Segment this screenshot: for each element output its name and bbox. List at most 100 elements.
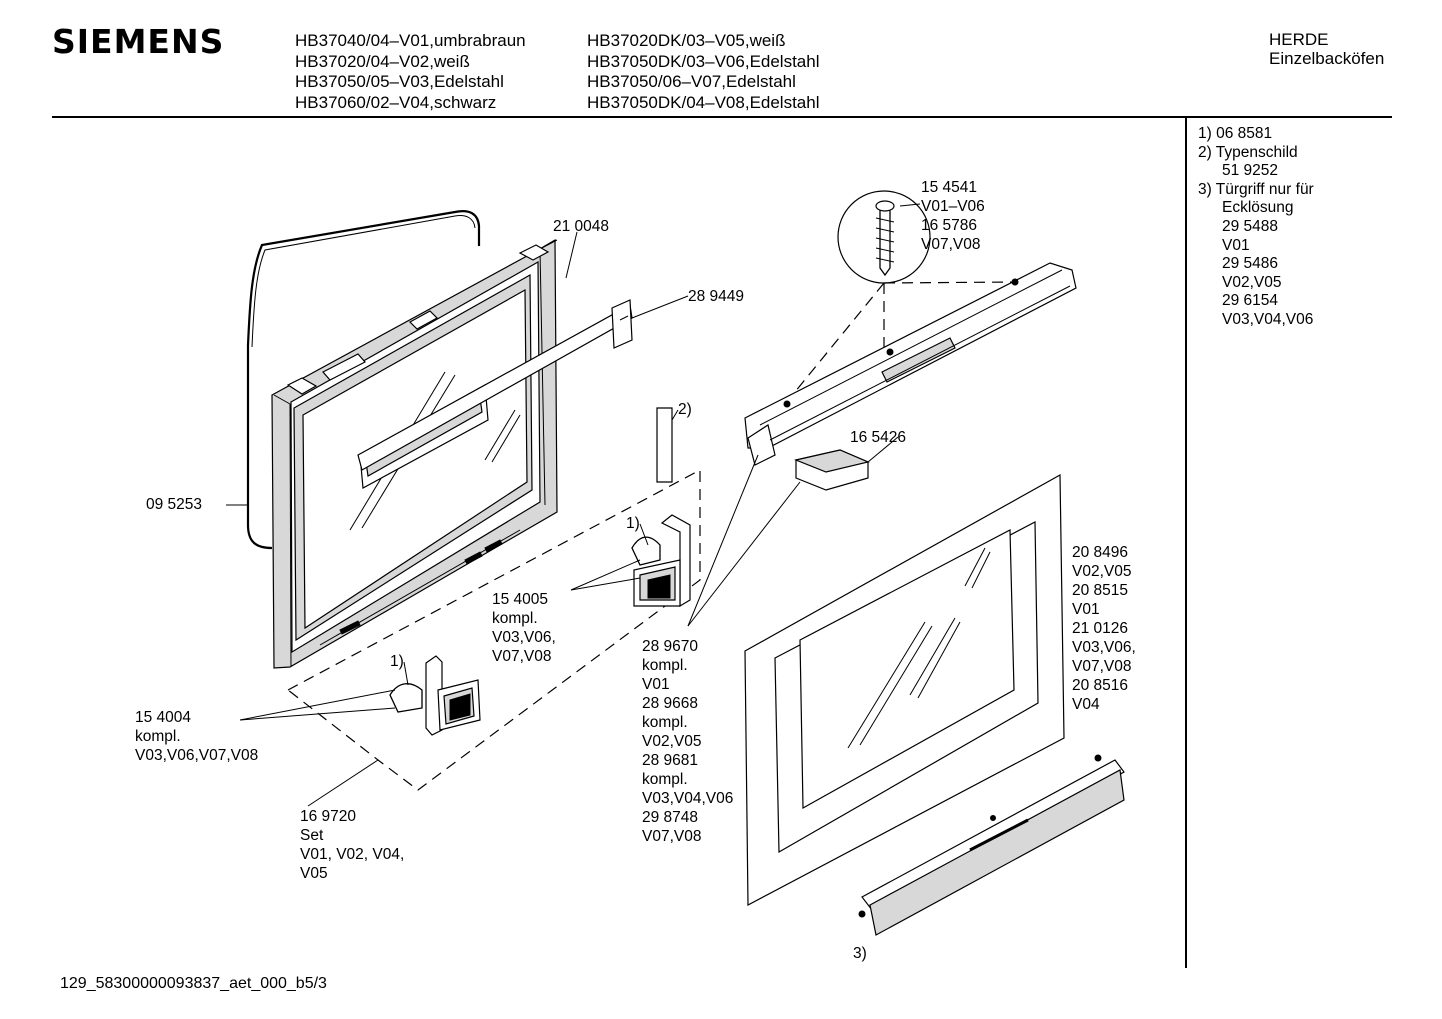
label-line: 15 4541 <box>921 179 978 196</box>
leader <box>639 523 649 546</box>
label-line: V01 <box>642 676 670 693</box>
brand-logo: SIEMENS <box>52 22 225 61</box>
door-seal <box>246 210 481 550</box>
label-line: 20 8496 <box>1072 544 1129 561</box>
label-line: V02,V05 <box>1072 563 1132 580</box>
label-line: V04 <box>1072 696 1100 713</box>
label-line: kompl. <box>642 657 688 674</box>
bracket-28-9449 <box>357 299 633 471</box>
label-line: 20 8516 <box>1072 677 1129 694</box>
label-line: 28 9668 <box>642 695 699 712</box>
note-line: 29 5488 <box>1222 217 1279 235</box>
model-item: HB37050/06–V07,Edelstahl <box>587 72 796 91</box>
hinge-set-outline <box>286 468 701 791</box>
label-line: 28 9449 <box>688 288 745 305</box>
label-line: 15 4004 <box>135 709 192 726</box>
label-line: kompl. <box>642 771 688 788</box>
leader <box>403 661 409 686</box>
outer-glass-pane <box>744 473 1065 906</box>
part-label-16-9720: 16 9720 Set V01, V02, V04, V05 <box>300 807 404 883</box>
note-line: 1) 06 8581 <box>1198 125 1273 142</box>
leader <box>570 577 641 591</box>
hinge-15-4004 <box>389 655 481 736</box>
label-line: 20 8515 <box>1072 582 1129 599</box>
leader <box>631 295 689 319</box>
label-line: V02,V05 <box>642 733 702 750</box>
model-item: HB37050/05–V03,Edelstahl <box>295 72 504 91</box>
label-line: 16 5786 <box>921 217 978 234</box>
type-label <box>656 407 673 483</box>
model-item: HB37050DK/03–V06,Edelstahl <box>587 51 820 71</box>
leader <box>570 559 641 591</box>
part-label-15-4541: 15 4541 V01–V06 16 5786 V07,V08 <box>921 178 985 254</box>
model-item: HB37060/02–V04,schwarz <box>295 92 497 112</box>
model-list-right: HB37020DK/03–V05,weiß HB37050DK/03–V06,E… <box>587 31 820 113</box>
label-line: V07,V08 <box>492 648 552 665</box>
leader <box>867 436 899 463</box>
leader <box>239 689 396 721</box>
part-label-09-5253: 09 5253 <box>146 495 202 514</box>
model-item: HB37020/04–V02,weiß <box>295 51 470 71</box>
label-line: V01, V02, V04, <box>300 846 405 863</box>
model-list-left: HB37040/04–V01,umbrabraun HB37020/04–V02… <box>295 31 526 113</box>
subcategory: Einzelbacköfen <box>1269 49 1385 68</box>
part-label-15-4005: 15 4005 kompl. V03,V06, V07,V08 <box>492 590 556 666</box>
label-line: V01 <box>1072 601 1100 618</box>
label-line: 16 9720 <box>300 808 357 825</box>
model-item: HB37050DK/04–V08,Edelstahl <box>587 92 820 112</box>
part-label-20-8496: 20 8496 V02,V05 20 8515 V01 21 0126 V03,… <box>1072 543 1136 714</box>
note-line: Ecklösung <box>1222 199 1294 217</box>
note-line: V02,V05 <box>1222 273 1282 291</box>
door-top-bar <box>744 262 1077 466</box>
label-line: 21 0048 <box>553 218 610 235</box>
note-line: V01 <box>1222 236 1250 254</box>
label-line: 29 8748 <box>642 809 699 826</box>
label-line: V07,V08 <box>642 828 702 845</box>
label-line: V01–V06 <box>921 198 985 215</box>
door-handle <box>858 754 1125 936</box>
label-line: 16 5426 <box>850 429 907 446</box>
label-line: 09 5253 <box>146 496 203 513</box>
label-line: V03,V06, <box>492 629 556 646</box>
model-item: HB37040/04–V01,umbrabraun <box>295 31 526 50</box>
door-seal-inner <box>251 215 476 348</box>
label-line: 1) <box>626 515 640 532</box>
note-ref-1a: 1) <box>626 514 640 533</box>
label-line: V05 <box>300 865 328 882</box>
note-line: 51 9252 <box>1222 162 1279 180</box>
label-line: 15 4005 <box>492 591 549 608</box>
label-line: 21 0126 <box>1072 620 1129 637</box>
category-block: HERDE Einzelbacköfen <box>1269 30 1384 68</box>
notes-list: 1) 06 8581 2) Typenschild 51 9252 3) Tür… <box>1198 125 1314 330</box>
label-line: kompl. <box>642 714 688 731</box>
model-item: HB37020DK/03–V05,weiß <box>587 31 786 50</box>
part-label-28-9670: 28 9670 kompl. V01 28 9668 kompl. V02,V0… <box>642 637 733 846</box>
label-line: 28 9681 <box>642 752 699 769</box>
leader <box>239 707 396 721</box>
label-line: V07,V08 <box>1072 658 1132 675</box>
note-line: 29 6154 <box>1222 292 1279 310</box>
label-line: 2) <box>678 401 692 418</box>
leader <box>687 481 801 627</box>
part-label-21-0048: 21 0048 <box>553 217 609 236</box>
label-line: V03,V06, <box>1072 639 1136 656</box>
label-line: V07,V08 <box>921 236 981 253</box>
note-ref-3: 3) <box>853 944 867 963</box>
label-line: 1) <box>390 653 404 670</box>
leader <box>899 203 921 207</box>
part-label-16-5426: 16 5426 <box>850 428 906 447</box>
label-line: Set <box>300 827 324 844</box>
note-line: 3) Türgriff nur für <box>1198 180 1314 198</box>
hinge-15-4005 <box>631 514 691 608</box>
label-line: 28 9670 <box>642 638 699 655</box>
note-ref-1b: 1) <box>390 652 404 671</box>
label-line: 3) <box>853 945 867 962</box>
label-line: V03,V06,V07,V08 <box>135 747 259 764</box>
leader <box>687 454 759 627</box>
category: HERDE <box>1269 30 1329 49</box>
note-line: 29 5486 <box>1222 255 1279 273</box>
note-line: V03,V04,V06 <box>1222 310 1314 328</box>
label-line: kompl. <box>492 610 538 627</box>
part-label-28-9449: 28 9449 <box>688 287 744 306</box>
